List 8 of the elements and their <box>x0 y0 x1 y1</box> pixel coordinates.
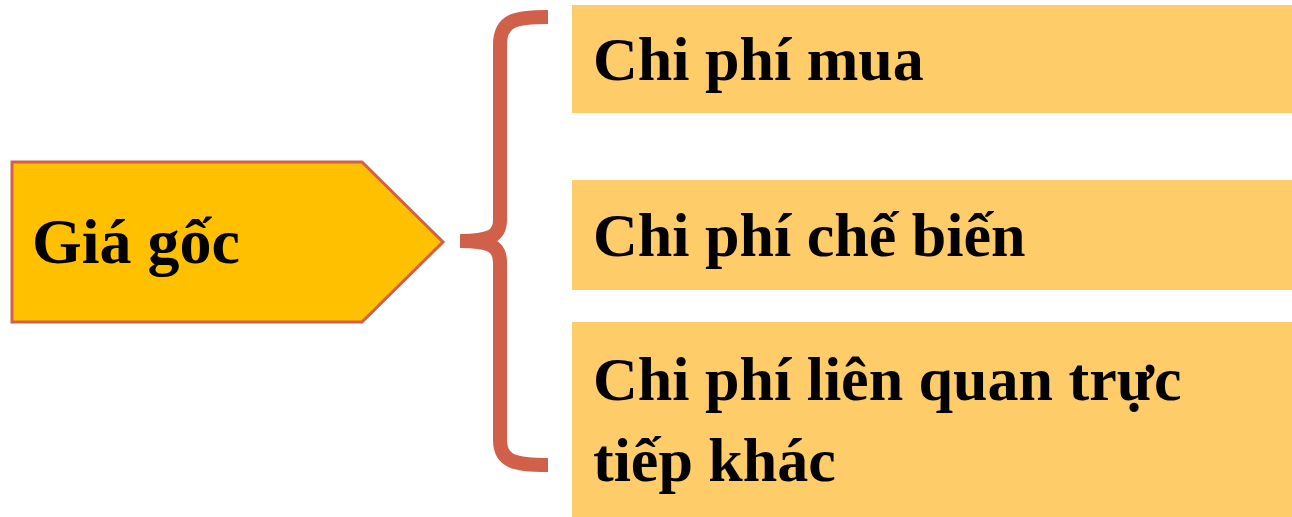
text-box <box>572 322 1292 517</box>
text-box <box>572 5 1292 113</box>
box-label: Giá gốc <box>32 205 240 280</box>
box-label: Chi phí liên quan trực tiếp khác <box>593 343 1183 496</box>
text-box <box>572 180 1292 290</box>
box-label: Chi phí mua <box>593 23 924 95</box>
pentagon-arrow-box <box>10 160 446 324</box>
box-label: Chi phí chế biến <box>593 199 1026 271</box>
